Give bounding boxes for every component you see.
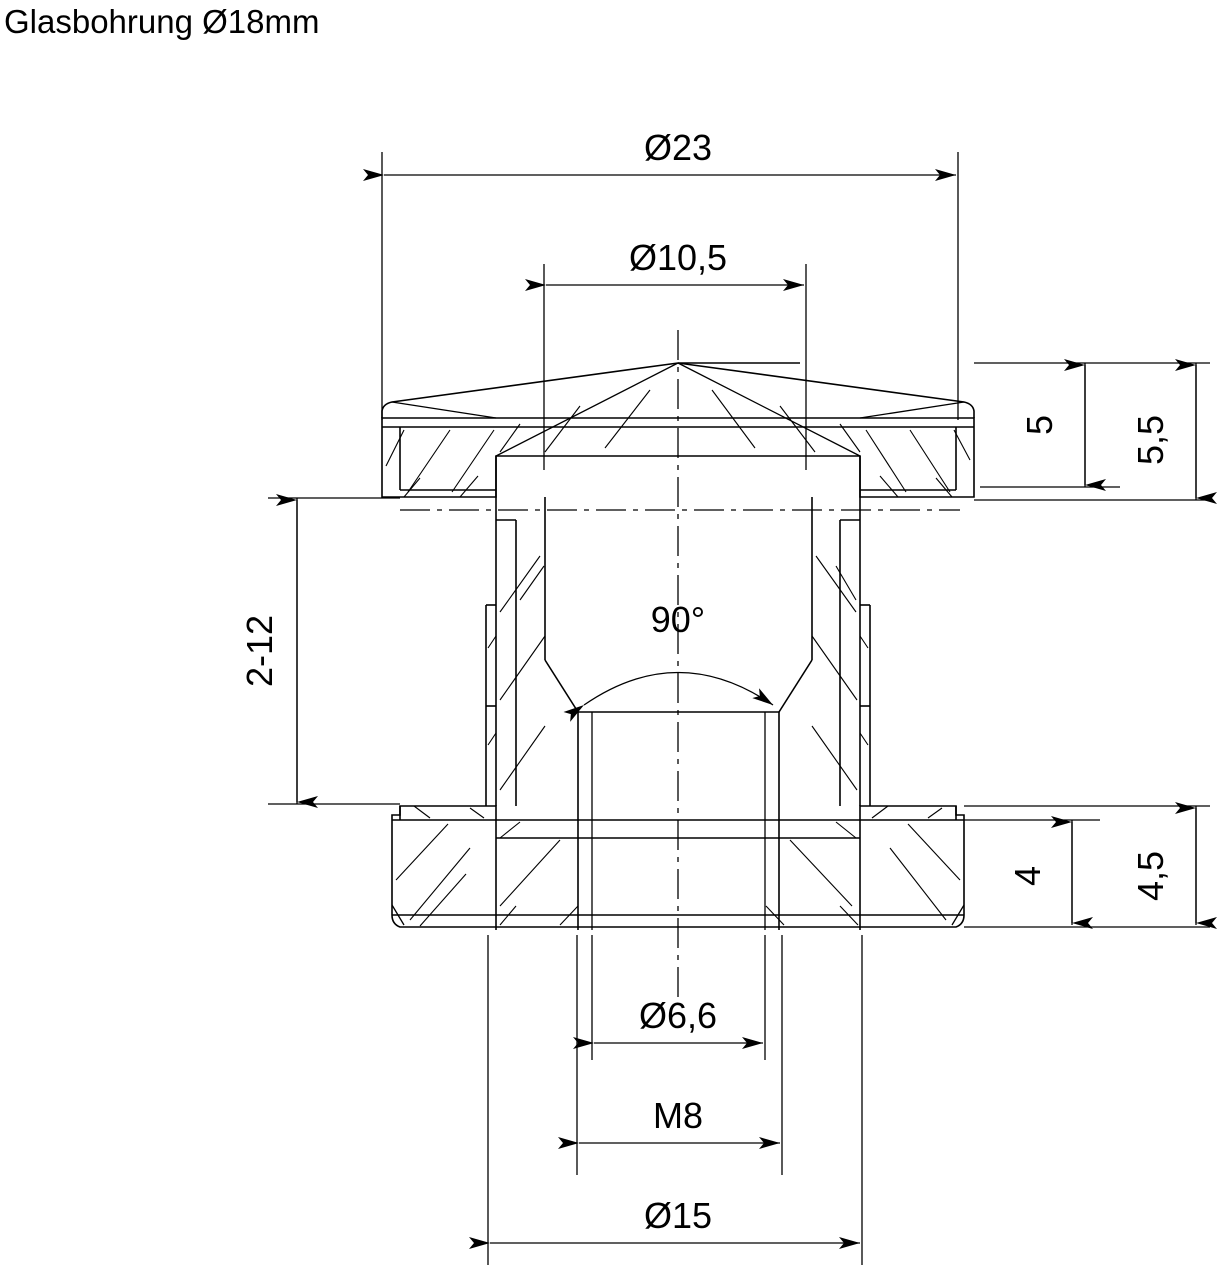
dimension-d15: Ø15	[469, 935, 863, 1265]
dim-label-h55: 5,5	[1130, 415, 1171, 465]
dimension-angle-90: 90°	[563, 599, 774, 722]
dim-label-h4: 4	[1007, 866, 1048, 886]
dimension-m8: M8	[558, 935, 783, 1175]
dim-label-d15: Ø15	[644, 1195, 712, 1236]
dim-label-m8: M8	[653, 1095, 703, 1136]
dim-label-h5: 5	[1019, 415, 1060, 435]
dimension-h55: 5,5	[974, 359, 1217, 504]
center-lines	[400, 330, 960, 1000]
dim-label-2-12: 2-12	[239, 615, 280, 687]
sleeve-hatching	[487, 555, 869, 791]
dimension-d66: Ø6,6	[573, 935, 766, 1060]
dimension-d23: Ø23	[363, 127, 959, 420]
base-flange-hatching	[395, 805, 961, 927]
dim-label-d23: Ø23	[644, 127, 712, 168]
dimension-d105: Ø10,5	[525, 237, 807, 470]
dimension-range-2-12: 2-12	[239, 494, 400, 808]
base-flange	[391, 805, 965, 930]
dim-label-d105: Ø10,5	[629, 237, 727, 278]
dimension-h5: 5	[974, 359, 1210, 491]
drawing-title-text: Glasbohrung Ø18mm	[4, 3, 320, 40]
dim-label-90deg: 90°	[651, 599, 705, 640]
dimension-h45: 4,5	[1130, 802, 1217, 929]
dimension-h4: 4	[964, 805, 1210, 929]
dim-label-h45: 4,5	[1130, 851, 1171, 901]
cap-hatching	[385, 389, 971, 498]
drawing-title: Glasbohrung Ø18mm	[4, 2, 319, 42]
dim-label-d66: Ø6,6	[639, 995, 717, 1036]
